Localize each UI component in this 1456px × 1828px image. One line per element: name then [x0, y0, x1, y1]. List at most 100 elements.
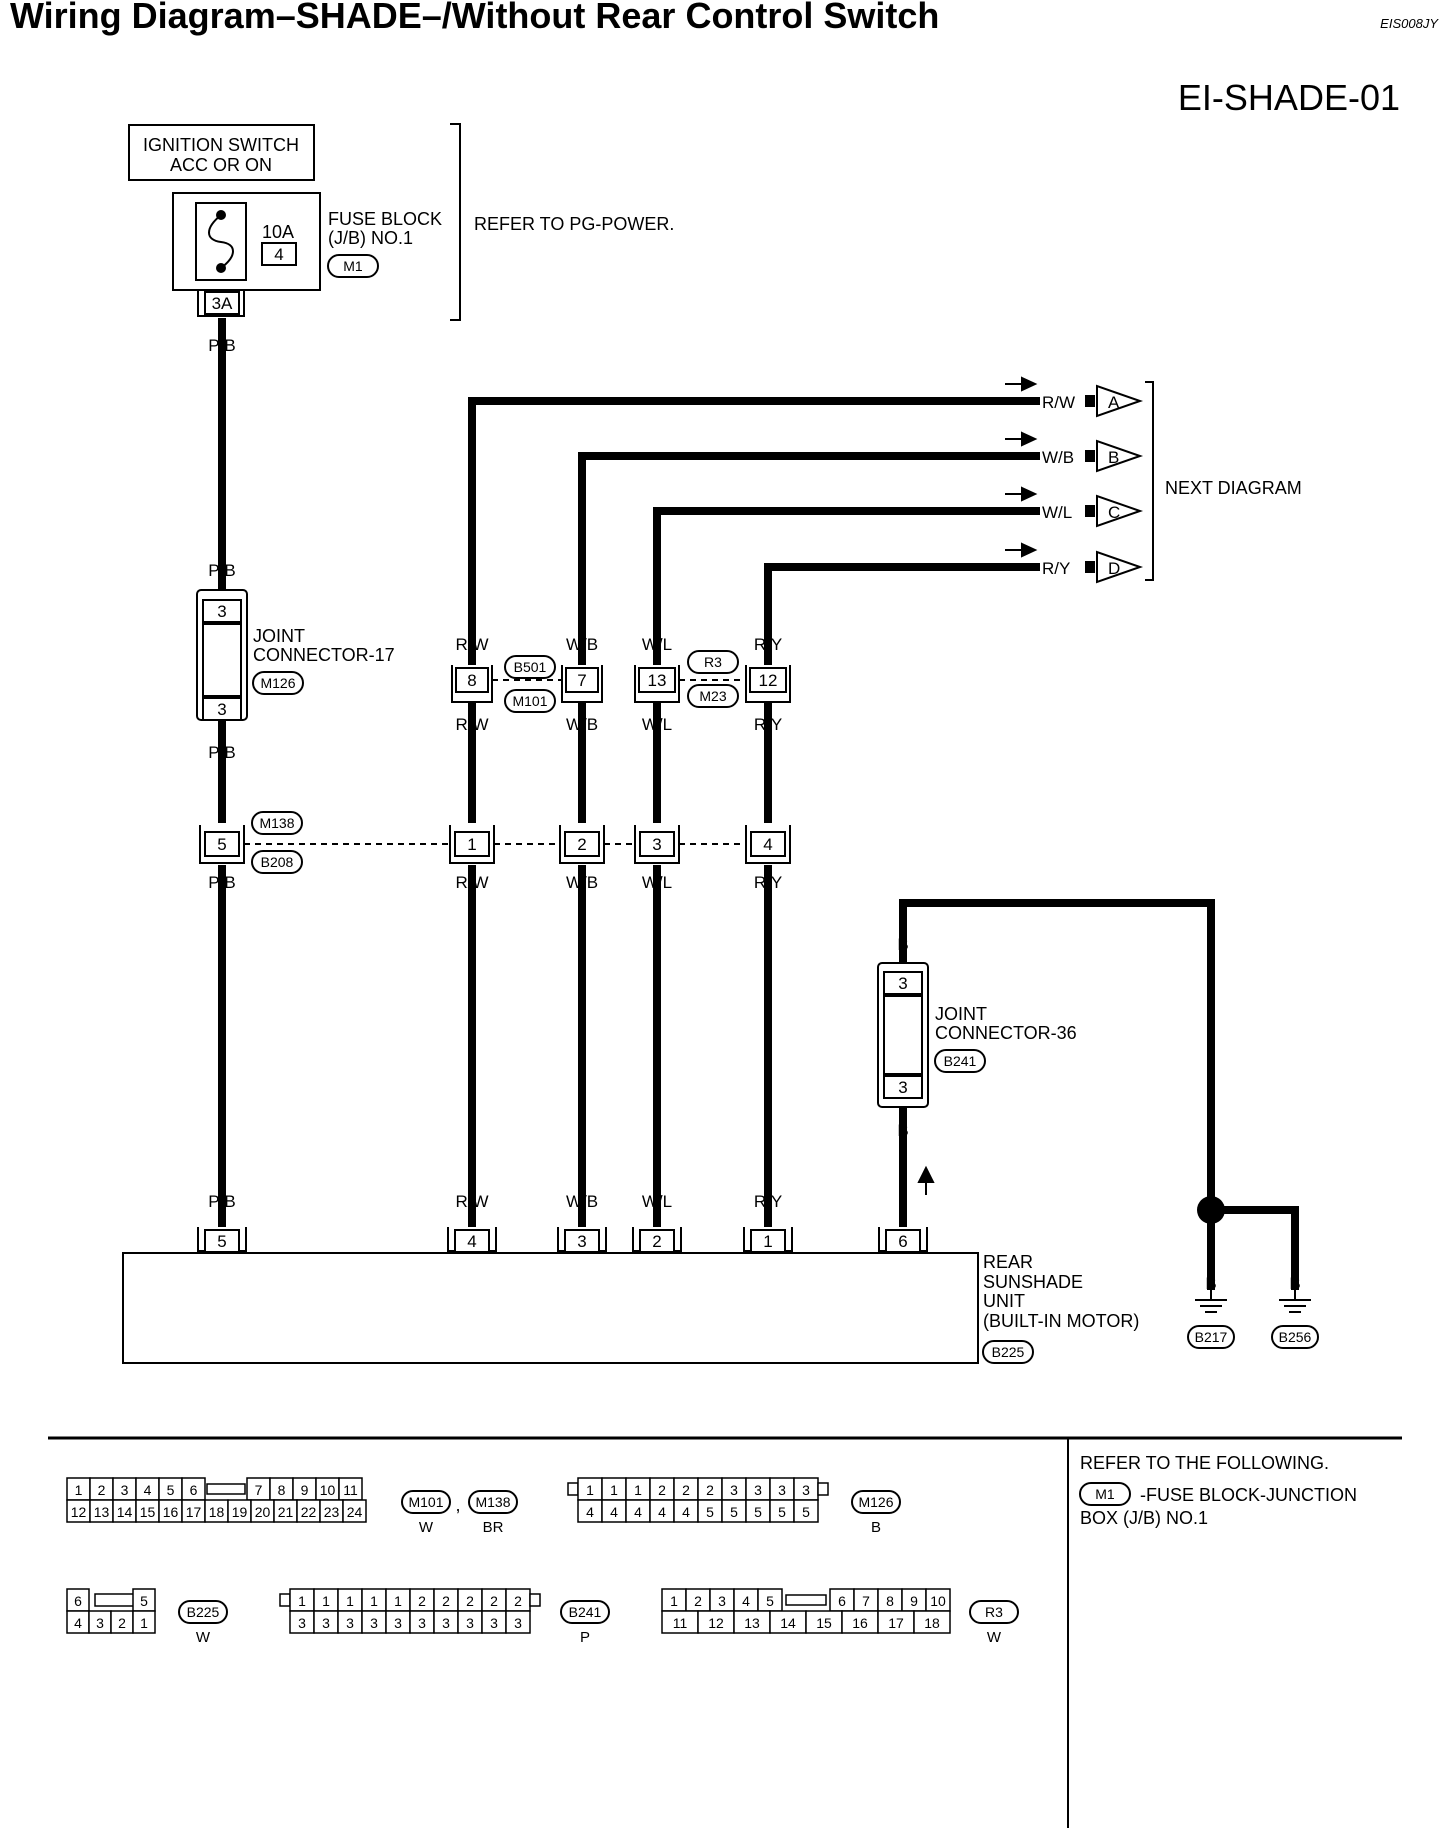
- cavity-number: 2: [490, 1593, 498, 1609]
- cavity-number: 20: [255, 1504, 271, 1520]
- cavity-number: 1: [586, 1482, 594, 1498]
- wire-label: W/B: [566, 1192, 598, 1211]
- cavity-number: 22: [301, 1504, 317, 1520]
- cavity-number: 2: [466, 1593, 474, 1609]
- m138-connector-id: M138: [259, 815, 294, 831]
- cavity-number: 3: [490, 1615, 498, 1631]
- joint-connector-36: 3 3 JOINT CONNECTOR-36 B241: [877, 962, 1077, 1108]
- ground-connector-id: B256: [1279, 1329, 1312, 1345]
- cavity-number: 18: [209, 1504, 225, 1520]
- connector-latch: [206, 1483, 246, 1495]
- current-arrow-icon: [917, 1165, 935, 1195]
- next-diagram-bracket: [1145, 381, 1154, 581]
- joint36-label: JOINT: [935, 1004, 987, 1024]
- connector-latch: [94, 1593, 138, 1607]
- cavity-number: 4: [682, 1504, 690, 1520]
- legend-separator: ,: [455, 1495, 460, 1515]
- connector-latch: [279, 1593, 291, 1607]
- connector-cavity: [793, 1499, 819, 1523]
- legend-connector-id: M138: [475, 1494, 510, 1510]
- cavity-number: 7: [862, 1593, 870, 1609]
- legend-color: BR: [483, 1519, 504, 1536]
- unit-label: (BUILT-IN MOTOR): [983, 1311, 1139, 1331]
- legend-refer-line: -FUSE BLOCK-JUNCTION: [1140, 1485, 1357, 1505]
- r3-connector-id: R3: [704, 654, 722, 670]
- cavity-number: 2: [514, 1593, 522, 1609]
- wire-label: W/L: [642, 715, 672, 734]
- cavity-number: 5: [167, 1482, 175, 1498]
- wire-color-labels: P/B P/B P/B P/B P/B R/W R/W R/W R/W W/B …: [208, 336, 1300, 1293]
- output-letter: A: [1108, 393, 1120, 412]
- cavity-number: 3: [730, 1482, 738, 1498]
- unit-label: SUNSHADE: [983, 1272, 1083, 1292]
- legend-connector-id: M126: [858, 1494, 893, 1510]
- cavity-number: 12: [708, 1615, 724, 1631]
- joint17-pin-bottom: 3: [217, 700, 226, 719]
- cavity-number: 3: [754, 1482, 762, 1498]
- legend-color: W: [419, 1519, 434, 1536]
- wire-label: B: [1205, 1274, 1216, 1293]
- cavity-number: 3: [466, 1615, 474, 1631]
- connector-latch: [817, 1482, 829, 1496]
- wire-label: P/B: [208, 743, 235, 762]
- wire-label: P/B: [208, 336, 235, 355]
- joint36-pin-bottom: 3: [898, 1078, 907, 1097]
- legend-ids: M101 , M138 W BR M126 B B225 W B241 P R3…: [178, 1490, 1019, 1646]
- ignition-switch-mode: ACC OR ON: [170, 155, 272, 175]
- connector-cavity: [132, 1610, 156, 1634]
- connector-cavity: [913, 1610, 951, 1634]
- fuse-block: 10A 4 FUSE BLOCK (J/B) NO.1 M1: [172, 192, 442, 291]
- joint-connector-17: 3 3 JOINT CONNECTOR-17 M126: [196, 589, 395, 721]
- ground-b217: B217: [1187, 1290, 1235, 1349]
- legend-refer-title: REFER TO THE FOLLOWING.: [1080, 1453, 1329, 1473]
- cavity-number: 1: [140, 1615, 148, 1631]
- cavity-number: 7: [255, 1482, 263, 1498]
- connector-cavity: [505, 1610, 531, 1634]
- cavity-number: 5: [706, 1504, 714, 1520]
- wire-label: P/B: [208, 873, 235, 892]
- connector-latch: [785, 1594, 827, 1606]
- output-letter: B: [1108, 448, 1119, 467]
- unit-label: UNIT: [983, 1291, 1025, 1311]
- joint17-connector-id: M126: [260, 675, 295, 691]
- page-title: Wiring Diagram–SHADE–/Without Rear Contr…: [10, 0, 939, 36]
- cavity-number: 10: [320, 1482, 336, 1498]
- next-diagram-label: NEXT DIAGRAM: [1165, 478, 1302, 498]
- cavity-number: 1: [610, 1482, 618, 1498]
- cavity-number: 3: [298, 1615, 306, 1631]
- cavity-number: 2: [442, 1593, 450, 1609]
- joint36-connector-id: B241: [944, 1053, 977, 1069]
- legend-connector-id: B225: [187, 1604, 220, 1620]
- cavity-number: 5: [778, 1504, 786, 1520]
- cavity-number: 1: [634, 1482, 642, 1498]
- cavity-number: 3: [514, 1615, 522, 1631]
- unit-pin-1: 1: [763, 1232, 772, 1251]
- output-wire-label: W/B: [1042, 448, 1074, 467]
- fuse-block-connector-id: M1: [343, 258, 363, 274]
- connector-r3-m23: 13 12 R3 M23: [634, 650, 791, 708]
- wire-label: W/L: [642, 635, 672, 654]
- legend-refer: REFER TO THE FOLLOWING. M1 -FUSE BLOCK-J…: [1079, 1453, 1357, 1528]
- cavity-number: 3: [346, 1615, 354, 1631]
- cavity-number: 11: [673, 1615, 688, 1631]
- cavity-number: 1: [670, 1593, 678, 1609]
- cavity-number: 2: [418, 1593, 426, 1609]
- cavity-number: 16: [163, 1504, 179, 1520]
- cavity-number: 2: [682, 1482, 690, 1498]
- connector-m138-b208: 5 1 2 3 4 M138 B208: [199, 811, 791, 874]
- cavity-number: 6: [190, 1482, 198, 1498]
- refer-bracket: [450, 123, 461, 321]
- b208-connector-id: B208: [261, 854, 294, 870]
- unit-pin-2: 2: [652, 1232, 661, 1251]
- cavity-number: 9: [301, 1482, 309, 1498]
- cavity-number: 3: [442, 1615, 450, 1631]
- cavity-number: 17: [888, 1615, 904, 1631]
- cavity-number: 8: [886, 1593, 894, 1609]
- output-wire-label: W/L: [1042, 503, 1072, 522]
- cavity-number: 5: [140, 1593, 148, 1609]
- cavity-number: 5: [802, 1504, 810, 1520]
- b501-pin-8: 8: [467, 671, 476, 690]
